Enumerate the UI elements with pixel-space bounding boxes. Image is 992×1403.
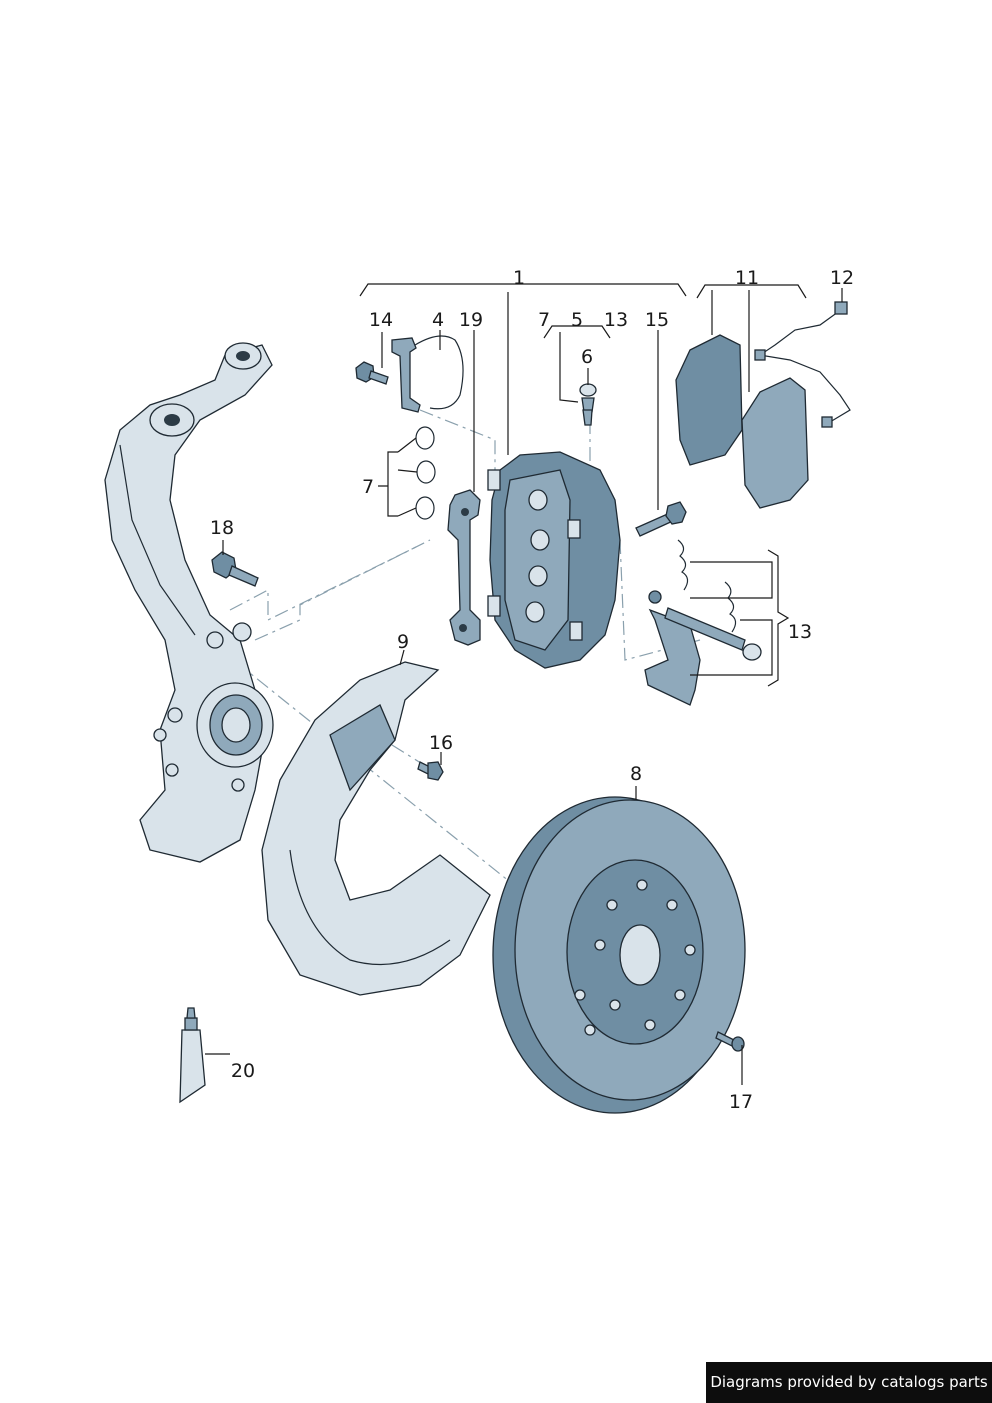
splash-shield-9	[261, 661, 491, 996]
callout-19: 19	[459, 309, 483, 331]
wear-sensor-12	[754, 301, 851, 428]
callout-labels: 1 11 12 14 4 19 7 5 13 15 6 7 18 13 9 16…	[210, 267, 854, 1113]
spring-clip-13	[644, 539, 762, 706]
seal-rings-7	[415, 426, 436, 520]
callout-4: 4	[432, 309, 444, 331]
callout-17: 17	[729, 1091, 753, 1113]
callout-1: 1	[513, 267, 525, 289]
callout-13-top: 13	[604, 309, 628, 331]
bolt-14	[355, 361, 389, 385]
screw-17	[715, 1031, 745, 1052]
bracket-4	[391, 335, 464, 413]
callout-16: 16	[429, 732, 453, 754]
callout-13-side: 13	[788, 621, 812, 643]
callout-leaders	[205, 283, 843, 1085]
callout-5: 5	[571, 309, 583, 331]
bolt-18	[211, 551, 259, 587]
callout-15: 15	[645, 309, 669, 331]
callout-11: 11	[735, 267, 759, 289]
adapter-plate-19	[447, 489, 481, 646]
credit-banner[interactable]: Diagrams provided by catalogs parts	[706, 1362, 992, 1403]
brake-disc-8	[492, 796, 746, 1114]
bleed-screw-5-6	[579, 383, 597, 426]
callout-12: 12	[830, 267, 854, 289]
bolt-16	[417, 761, 444, 781]
brake-caliper-1	[487, 451, 621, 669]
callout-7-top: 7	[538, 309, 550, 331]
brake-pads-11	[675, 334, 809, 509]
callout-9: 9	[397, 631, 409, 653]
callout-18: 18	[210, 517, 234, 539]
bolt-15	[635, 501, 687, 537]
steering-knuckle	[104, 342, 274, 863]
callout-7-side: 7	[362, 476, 374, 498]
callout-8: 8	[630, 763, 642, 785]
callout-6: 6	[581, 346, 593, 368]
callout-14: 14	[369, 309, 393, 331]
callout-20: 20	[231, 1060, 255, 1082]
grease-tube-20	[179, 1007, 206, 1104]
